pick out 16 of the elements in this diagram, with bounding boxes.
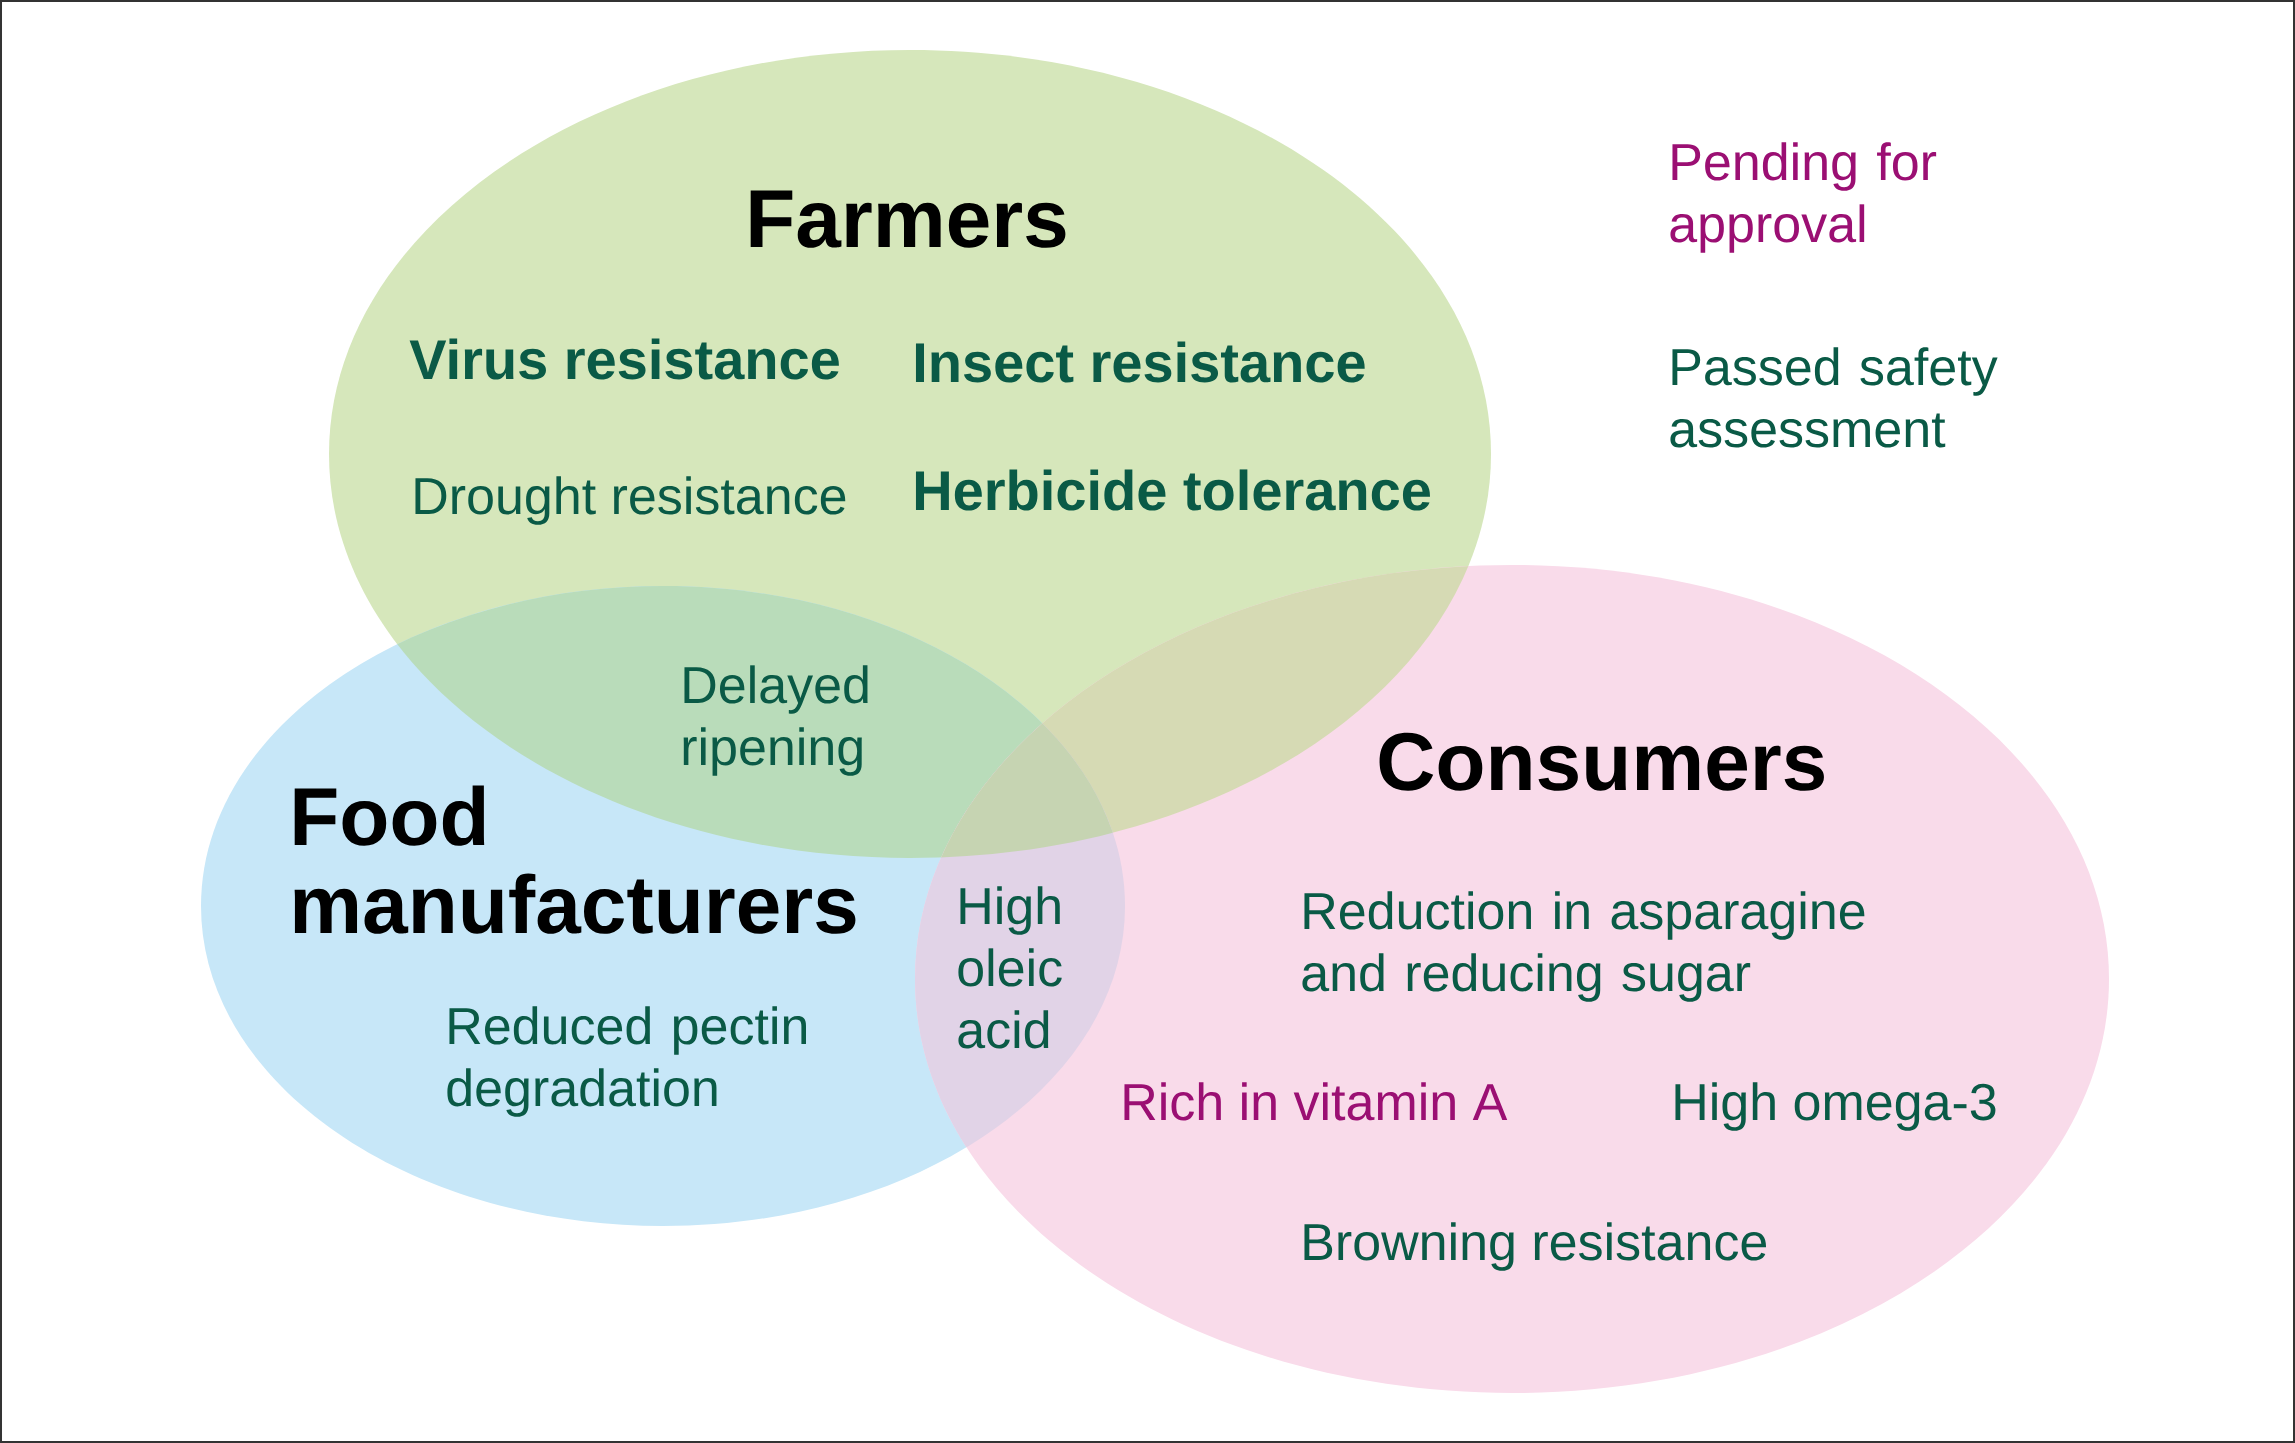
group-heading: Farmers [750, 190, 1066, 248]
trait-label: Delayed ripening [683, 665, 868, 776]
trait-label: Rich in vitamin A [1124, 1082, 1508, 1121]
trait-label: Drought resistance [415, 476, 846, 525]
group-heading: Food manufacturers [294, 785, 856, 934]
legend-text: Passed safety assessment [1670, 347, 1998, 448]
trait-label: Herbicide tolerance [915, 469, 1430, 511]
trait-label: High omega-3 [1675, 1082, 1996, 1131]
legend-text: Pending for approval [1670, 142, 1937, 253]
trait-label: High oleic acid [958, 886, 1062, 1049]
trait-label: Browning resistance [1304, 1222, 1766, 1271]
trait-label: Reduction in asparagine and reducing sugar [1302, 891, 1865, 1002]
trait-label: Reduced pectin degradation [447, 1006, 806, 1117]
group-heading: Consumers [1379, 732, 1824, 791]
trait-label: Insect resistance [915, 341, 1365, 383]
trait-label: Virus resistance [409, 338, 839, 380]
